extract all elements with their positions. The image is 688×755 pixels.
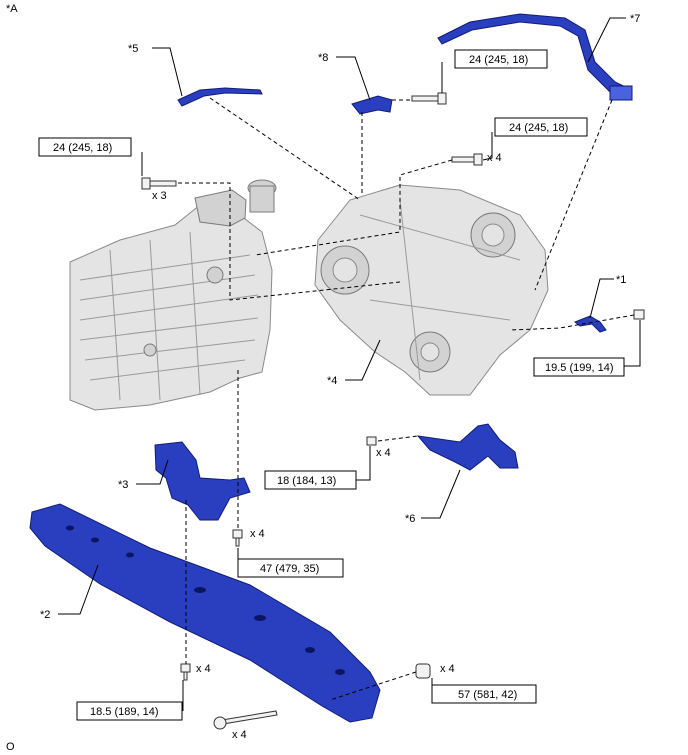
- torque-mount-3: 47 (479, 35): [260, 563, 319, 575]
- bolt-part-6: [366, 436, 377, 446]
- part-8-bracket: [351, 95, 393, 115]
- long-bolt: [213, 710, 278, 730]
- callout-6: *6: [405, 513, 415, 525]
- callout-1: *1: [616, 274, 626, 286]
- alignment-lines: [178, 97, 635, 701]
- torque-crossmember-bottom: 18.5 (189, 14): [90, 706, 159, 718]
- qty-crossmember-bottom: x 4: [196, 663, 211, 675]
- crossmember-holes: [66, 525, 345, 675]
- bolt-crossmember-bottom: [180, 663, 191, 681]
- part-2-crossmember: [29, 503, 381, 723]
- part-7-connector: [609, 85, 633, 101]
- torque-part-6: 18 (184, 13): [277, 475, 336, 487]
- part-1-bracket: [574, 315, 607, 333]
- callout-5: *5: [128, 43, 138, 55]
- torque-top-right: 24 (245, 18): [469, 54, 528, 66]
- bolt-mount-3: [232, 529, 243, 547]
- torque-left: 24 (245, 18): [53, 142, 112, 154]
- bolt-top-right: [411, 92, 447, 105]
- view-label: *A: [6, 3, 18, 15]
- leader-lines: [58, 17, 641, 711]
- qty-part-6: x 4: [376, 447, 391, 459]
- bolt-mid-right: [451, 153, 483, 166]
- torque-part-1: 19.5 (199, 14): [545, 362, 614, 374]
- nut-crossmember: [415, 663, 431, 679]
- part-5-bracket: [177, 87, 263, 107]
- bolt-part-1: [633, 309, 645, 320]
- bolt-left: [141, 177, 177, 190]
- qty-mid-right: x 4: [487, 152, 502, 164]
- transmission-casting: [69, 179, 277, 411]
- callout-4: *4: [327, 375, 337, 387]
- transfer-case-casting: [314, 184, 549, 396]
- qty-mount-3: x 4: [250, 528, 265, 540]
- qty-left: x 3: [152, 190, 167, 202]
- footer-mark: O: [6, 741, 15, 753]
- qty-crossmember-nut: x 4: [440, 663, 455, 675]
- part-3-mount: [154, 441, 251, 521]
- callout-2: *2: [40, 609, 50, 621]
- torque-crossmember-nut: 57 (581, 42): [458, 689, 517, 701]
- torque-mid-right: 24 (245, 18): [509, 122, 568, 134]
- part-6-bracket: [416, 423, 519, 471]
- callout-8: *8: [318, 52, 328, 64]
- callout-7: *7: [630, 13, 640, 25]
- qty-long-bolt: x 4: [232, 729, 247, 741]
- callout-3: *3: [118, 479, 128, 491]
